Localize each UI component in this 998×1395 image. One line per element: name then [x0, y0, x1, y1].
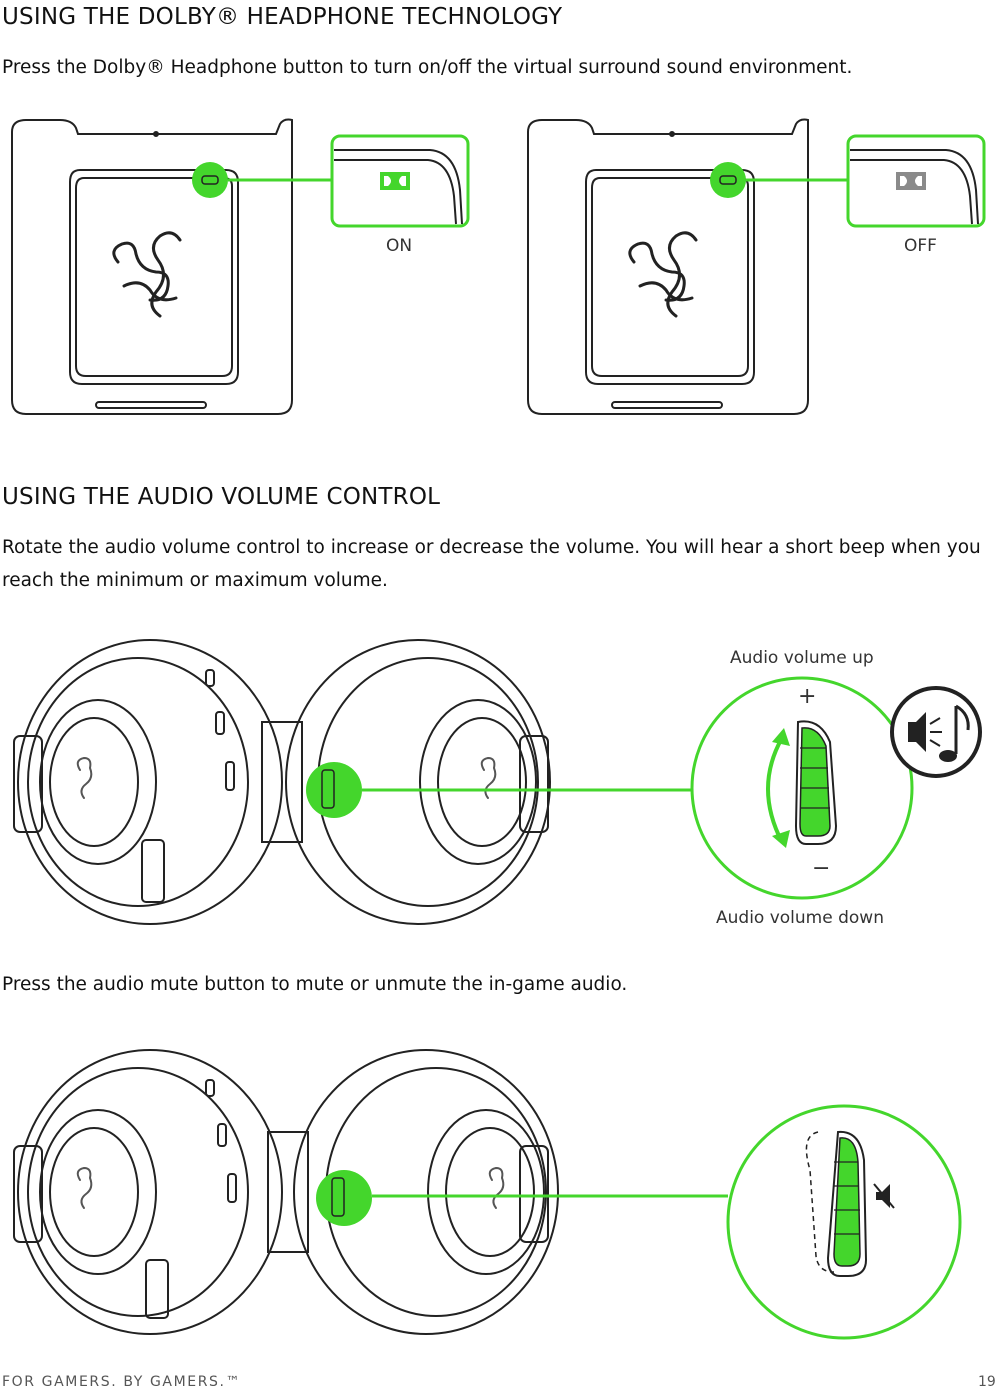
plus-icon: +	[798, 684, 817, 709]
rotate-arrow-icon	[766, 737, 784, 843]
dolby-on-illustration	[11, 118, 470, 415]
sound-beep-icon	[890, 686, 982, 778]
dolby-off-illustration	[527, 118, 986, 415]
dolby-off-icon	[896, 172, 926, 190]
dolby-on-icon	[380, 172, 410, 190]
volume-wheel[interactable]	[799, 727, 831, 837]
label-volume-up: Audio volume up	[730, 648, 874, 668]
dolby-button-highlight[interactable]	[192, 162, 228, 198]
dolby-description: Press the Dolby® Headphone button to tur…	[2, 57, 853, 78]
label-off: OFF	[904, 236, 937, 256]
label-on: ON	[386, 236, 413, 256]
mute-description: Press the audio mute button to mute or u…	[2, 974, 628, 995]
volume-description: Rotate the audio volume control to incre…	[2, 537, 981, 591]
volume-heading: USING THE AUDIO VOLUME CONTROL	[2, 484, 441, 510]
footer-tagline: FOR GAMERS. BY GAMERS.™	[2, 1374, 242, 1390]
dolby-button-highlight[interactable]	[710, 162, 746, 198]
mute-speaker-icon	[873, 1183, 895, 1209]
mute-headset-illustration	[13, 1049, 962, 1340]
volume-headset-illustration	[13, 639, 982, 925]
dolby-heading: USING THE DOLBY® HEADPHONE TECHNOLOGY	[2, 4, 563, 30]
page-number: 19	[978, 1374, 996, 1390]
minus-icon: −	[812, 856, 831, 881]
razer-logo-icon	[112, 231, 182, 318]
razer-logo-icon	[628, 231, 698, 318]
label-volume-down: Audio volume down	[716, 908, 884, 928]
